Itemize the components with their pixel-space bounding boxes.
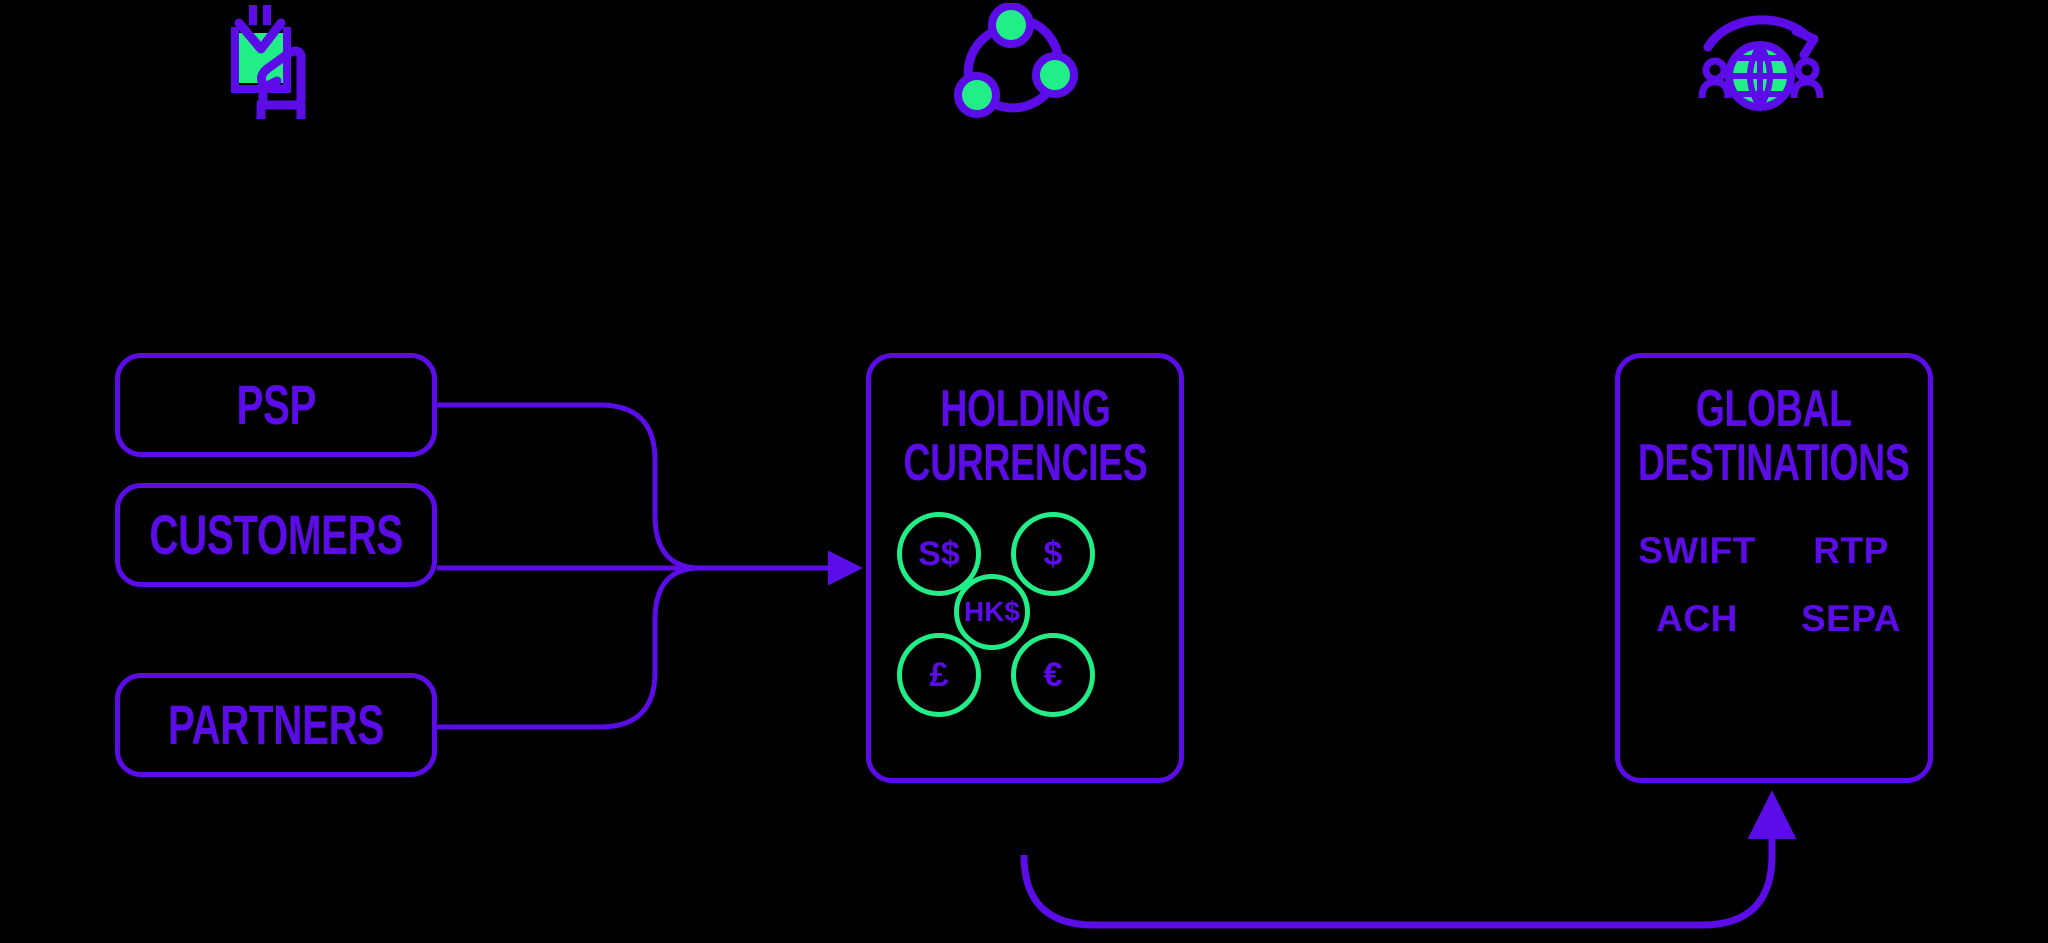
payment-rail-swift[interactable]: SWIFT bbox=[1638, 530, 1756, 572]
currency-symbol-sgd: S$ bbox=[918, 534, 960, 573]
connector-holding-to-destinations bbox=[1020, 790, 1797, 929]
currency-symbol-gbp: £ bbox=[929, 655, 949, 694]
destinations-title-line2: DESTINATIONS bbox=[1638, 434, 1910, 493]
currency-coin-hkd[interactable]: HK$ bbox=[954, 574, 1030, 651]
source-label-customers: CUSTOMERS bbox=[149, 503, 403, 567]
holding-currencies-title: HOLDING CURRENCIES bbox=[903, 382, 1147, 490]
holding-currencies-panel[interactable]: HOLDING CURRENCIES S$ $ HK$ £ € bbox=[866, 353, 1184, 783]
currency-coin-gbp[interactable]: £ bbox=[897, 633, 981, 718]
global-reach-icon bbox=[1698, 15, 1824, 113]
holding-title-line1: HOLDING bbox=[939, 380, 1111, 438]
currency-symbol-usd: $ bbox=[1043, 534, 1063, 573]
payment-rails-grid: SWIFT RTP ACH SEPA bbox=[1620, 530, 1928, 640]
global-destinations-panel[interactable]: GLOBAL DESTINATIONS SWIFT RTP ACH SEPA bbox=[1615, 353, 1933, 783]
currency-cluster: S$ $ HK$ £ € bbox=[871, 502, 1179, 752]
source-node-psp[interactable]: PSP bbox=[115, 353, 437, 457]
connector-psp-to-holding bbox=[437, 402, 701, 571]
destinations-title-line1: GLOBAL bbox=[1696, 380, 1852, 438]
payment-rail-ach[interactable]: ACH bbox=[1656, 598, 1738, 640]
payment-rail-sepa[interactable]: SEPA bbox=[1800, 598, 1901, 640]
connector-partners-to-holding bbox=[437, 565, 701, 730]
source-label-partners: PARTNERS bbox=[168, 693, 384, 757]
payment-rail-rtp[interactable]: RTP bbox=[1813, 530, 1889, 572]
circulation-icon bbox=[954, 3, 1078, 118]
global-destinations-title: GLOBAL DESTINATIONS bbox=[1638, 382, 1910, 490]
source-node-customers[interactable]: CUSTOMERS bbox=[115, 483, 437, 587]
deposit-icon bbox=[231, 5, 306, 119]
holding-title-line2: CURRENCIES bbox=[903, 434, 1147, 493]
source-node-partners[interactable]: PARTNERS bbox=[115, 673, 437, 777]
source-label-psp: PSP bbox=[236, 373, 316, 437]
currency-symbol-eur: € bbox=[1043, 655, 1063, 694]
currency-symbol-hkd: HK$ bbox=[963, 596, 1020, 628]
currency-coin-eur[interactable]: € bbox=[1011, 633, 1095, 718]
currency-coin-usd[interactable]: $ bbox=[1011, 512, 1095, 597]
